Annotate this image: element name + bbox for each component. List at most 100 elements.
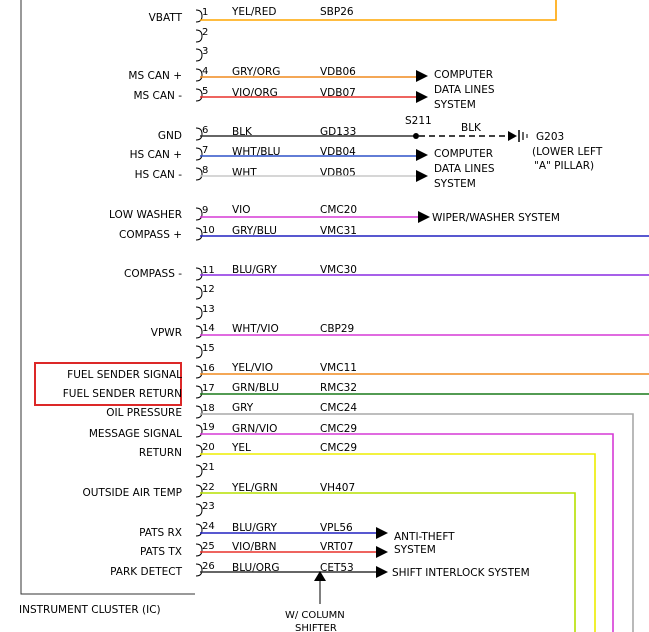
signal-label-8: HS CAN -: [135, 169, 183, 181]
circuit-id-26: CET53: [320, 562, 354, 574]
wire-color-1: YEL/RED: [231, 6, 276, 18]
wire-pin-22: [200, 492, 576, 632]
pin-number-20: 20: [202, 442, 215, 453]
column-shifter-line1: W/ COLUMN: [285, 610, 345, 621]
pin-bracket-4: [195, 68, 203, 82]
circuit-id-6: GD133: [320, 126, 356, 138]
circuit-id-11: VMC30: [320, 264, 357, 276]
pin-number-26: 26: [202, 561, 215, 572]
arrow-computer-data-1: [416, 70, 428, 82]
circuit-id-19: CMC29: [320, 423, 357, 435]
signal-label-6: GND: [158, 130, 182, 142]
signal-label-14: VPWR: [151, 327, 182, 339]
pin-bracket-17: [195, 385, 203, 399]
wire-pin-1: [200, 0, 557, 21]
circuit-id-1: SBP26: [320, 6, 354, 18]
pin-number-14: 14: [202, 323, 215, 334]
wire-color-26: BLU/ORG: [232, 562, 279, 574]
signal-label-22: OUTSIDE AIR TEMP: [82, 487, 182, 499]
circuit-id-24: VPL56: [320, 522, 353, 534]
pin-number-9: 9: [202, 205, 208, 216]
pin-bracket-11: [195, 267, 203, 281]
ground-label-line1: G203: [536, 131, 564, 143]
computer-data-lines-2-line1: COMPUTER: [434, 148, 493, 160]
pin-bracket-10: [195, 227, 203, 241]
wire-pin-19: [200, 433, 614, 632]
pin-bracket-14: [195, 325, 203, 339]
splice-s211-dot: [413, 133, 419, 139]
circuit-id-22: VH407: [320, 482, 355, 494]
pin-number-3: 3: [202, 46, 208, 57]
wire-pin-20: [200, 453, 596, 632]
pin-number-8: 8: [202, 165, 208, 176]
splice-label: S211: [405, 115, 432, 127]
circuit-id-10: VMC31: [320, 225, 357, 237]
pin-number-25: 25: [202, 541, 215, 552]
pin-bracket-7: [195, 147, 203, 161]
wires-layer: [200, 0, 649, 632]
pin-number-12: 12: [202, 284, 215, 295]
wire-color-24: BLU/GRY: [232, 522, 278, 534]
pin-number-4: 4: [202, 66, 208, 77]
pin-bracket-19: [195, 424, 203, 438]
computer-data-lines-2-line3: SYSTEM: [434, 178, 476, 190]
pin-number-11: 11: [202, 265, 215, 276]
arrow-column-shifter: [314, 571, 326, 581]
pin-bracket-2: [195, 29, 203, 43]
pin-bracket-21: [195, 464, 203, 478]
circuit-id-18: CMC24: [320, 402, 357, 414]
signal-label-18: OIL PRESSURE: [106, 407, 182, 419]
pin-bracket-9: [195, 207, 203, 221]
pin-bracket-13: [195, 306, 203, 320]
wire-color-5: VIO/ORG: [232, 87, 278, 99]
fuel-sender-highlight-box: [34, 362, 182, 406]
pin-bracket-22: [195, 484, 203, 498]
signal-label-24: PATS RX: [139, 527, 182, 539]
pin-bracket-23: [195, 503, 203, 517]
signal-label-5: MS CAN -: [133, 90, 182, 102]
pin-number-2: 2: [202, 27, 208, 38]
computer-data-lines-1-line1: COMPUTER: [434, 69, 493, 81]
pin-bracket-12: [195, 286, 203, 300]
pin-bracket-8: [195, 167, 203, 181]
circuit-id-17: RMC32: [320, 382, 357, 394]
anti-theft-label-line1: ANTI-THEFT: [394, 531, 455, 543]
pin-number-24: 24: [202, 521, 215, 532]
wire-color-6: BLK: [232, 126, 253, 138]
pin-bracket-5: [195, 88, 203, 102]
pin-bracket-26: [195, 563, 203, 577]
pin-bracket-24: [195, 523, 203, 537]
wire-color-16: YEL/VIO: [231, 362, 273, 374]
signal-label-19: MESSAGE SIGNAL: [89, 428, 182, 440]
wire-color-9: VIO: [232, 204, 251, 216]
anti-theft-label-line2: SYSTEM: [394, 544, 436, 556]
wire-color-11: BLU/GRY: [232, 264, 278, 276]
pin-bracket-1: [195, 9, 203, 23]
arrow-computer-data-1b: [416, 91, 428, 103]
arrow-computer-data-2b: [416, 170, 428, 182]
pin-number-13: 13: [202, 304, 215, 315]
signal-label-17: FUEL SENDER RETURN: [63, 388, 182, 400]
signal-label-1: VBATT: [149, 12, 183, 24]
circuit-id-25: VRT07: [320, 541, 354, 553]
pin-number-23: 23: [202, 501, 215, 512]
wire-color-19: GRN/VIO: [232, 423, 277, 435]
wiper-washer-label: WIPER/WASHER SYSTEM: [432, 212, 560, 224]
pin-number-15: 15: [202, 343, 215, 354]
arrow-computer-data-2: [416, 149, 428, 161]
pin-bracket-18: [195, 405, 203, 419]
ground-label-line2: (LOWER LEFT: [532, 146, 603, 158]
wire-color-18: GRY: [232, 402, 254, 414]
wire-color-14: WHT/VIO: [232, 323, 279, 335]
wire-color-25: VIO/BRN: [232, 541, 276, 553]
column-shifter-line2: SHIFTER: [295, 623, 337, 632]
arrow-shift-interlock: [376, 566, 388, 578]
wire-color-7: WHT/BLU: [232, 146, 280, 158]
circuit-id-14: CBP29: [320, 323, 354, 335]
circuit-id-7: VDB04: [320, 146, 356, 158]
circuit-id-20: CMC29: [320, 442, 357, 454]
pin-bracket-25: [195, 543, 203, 557]
pin-number-7: 7: [202, 145, 208, 156]
